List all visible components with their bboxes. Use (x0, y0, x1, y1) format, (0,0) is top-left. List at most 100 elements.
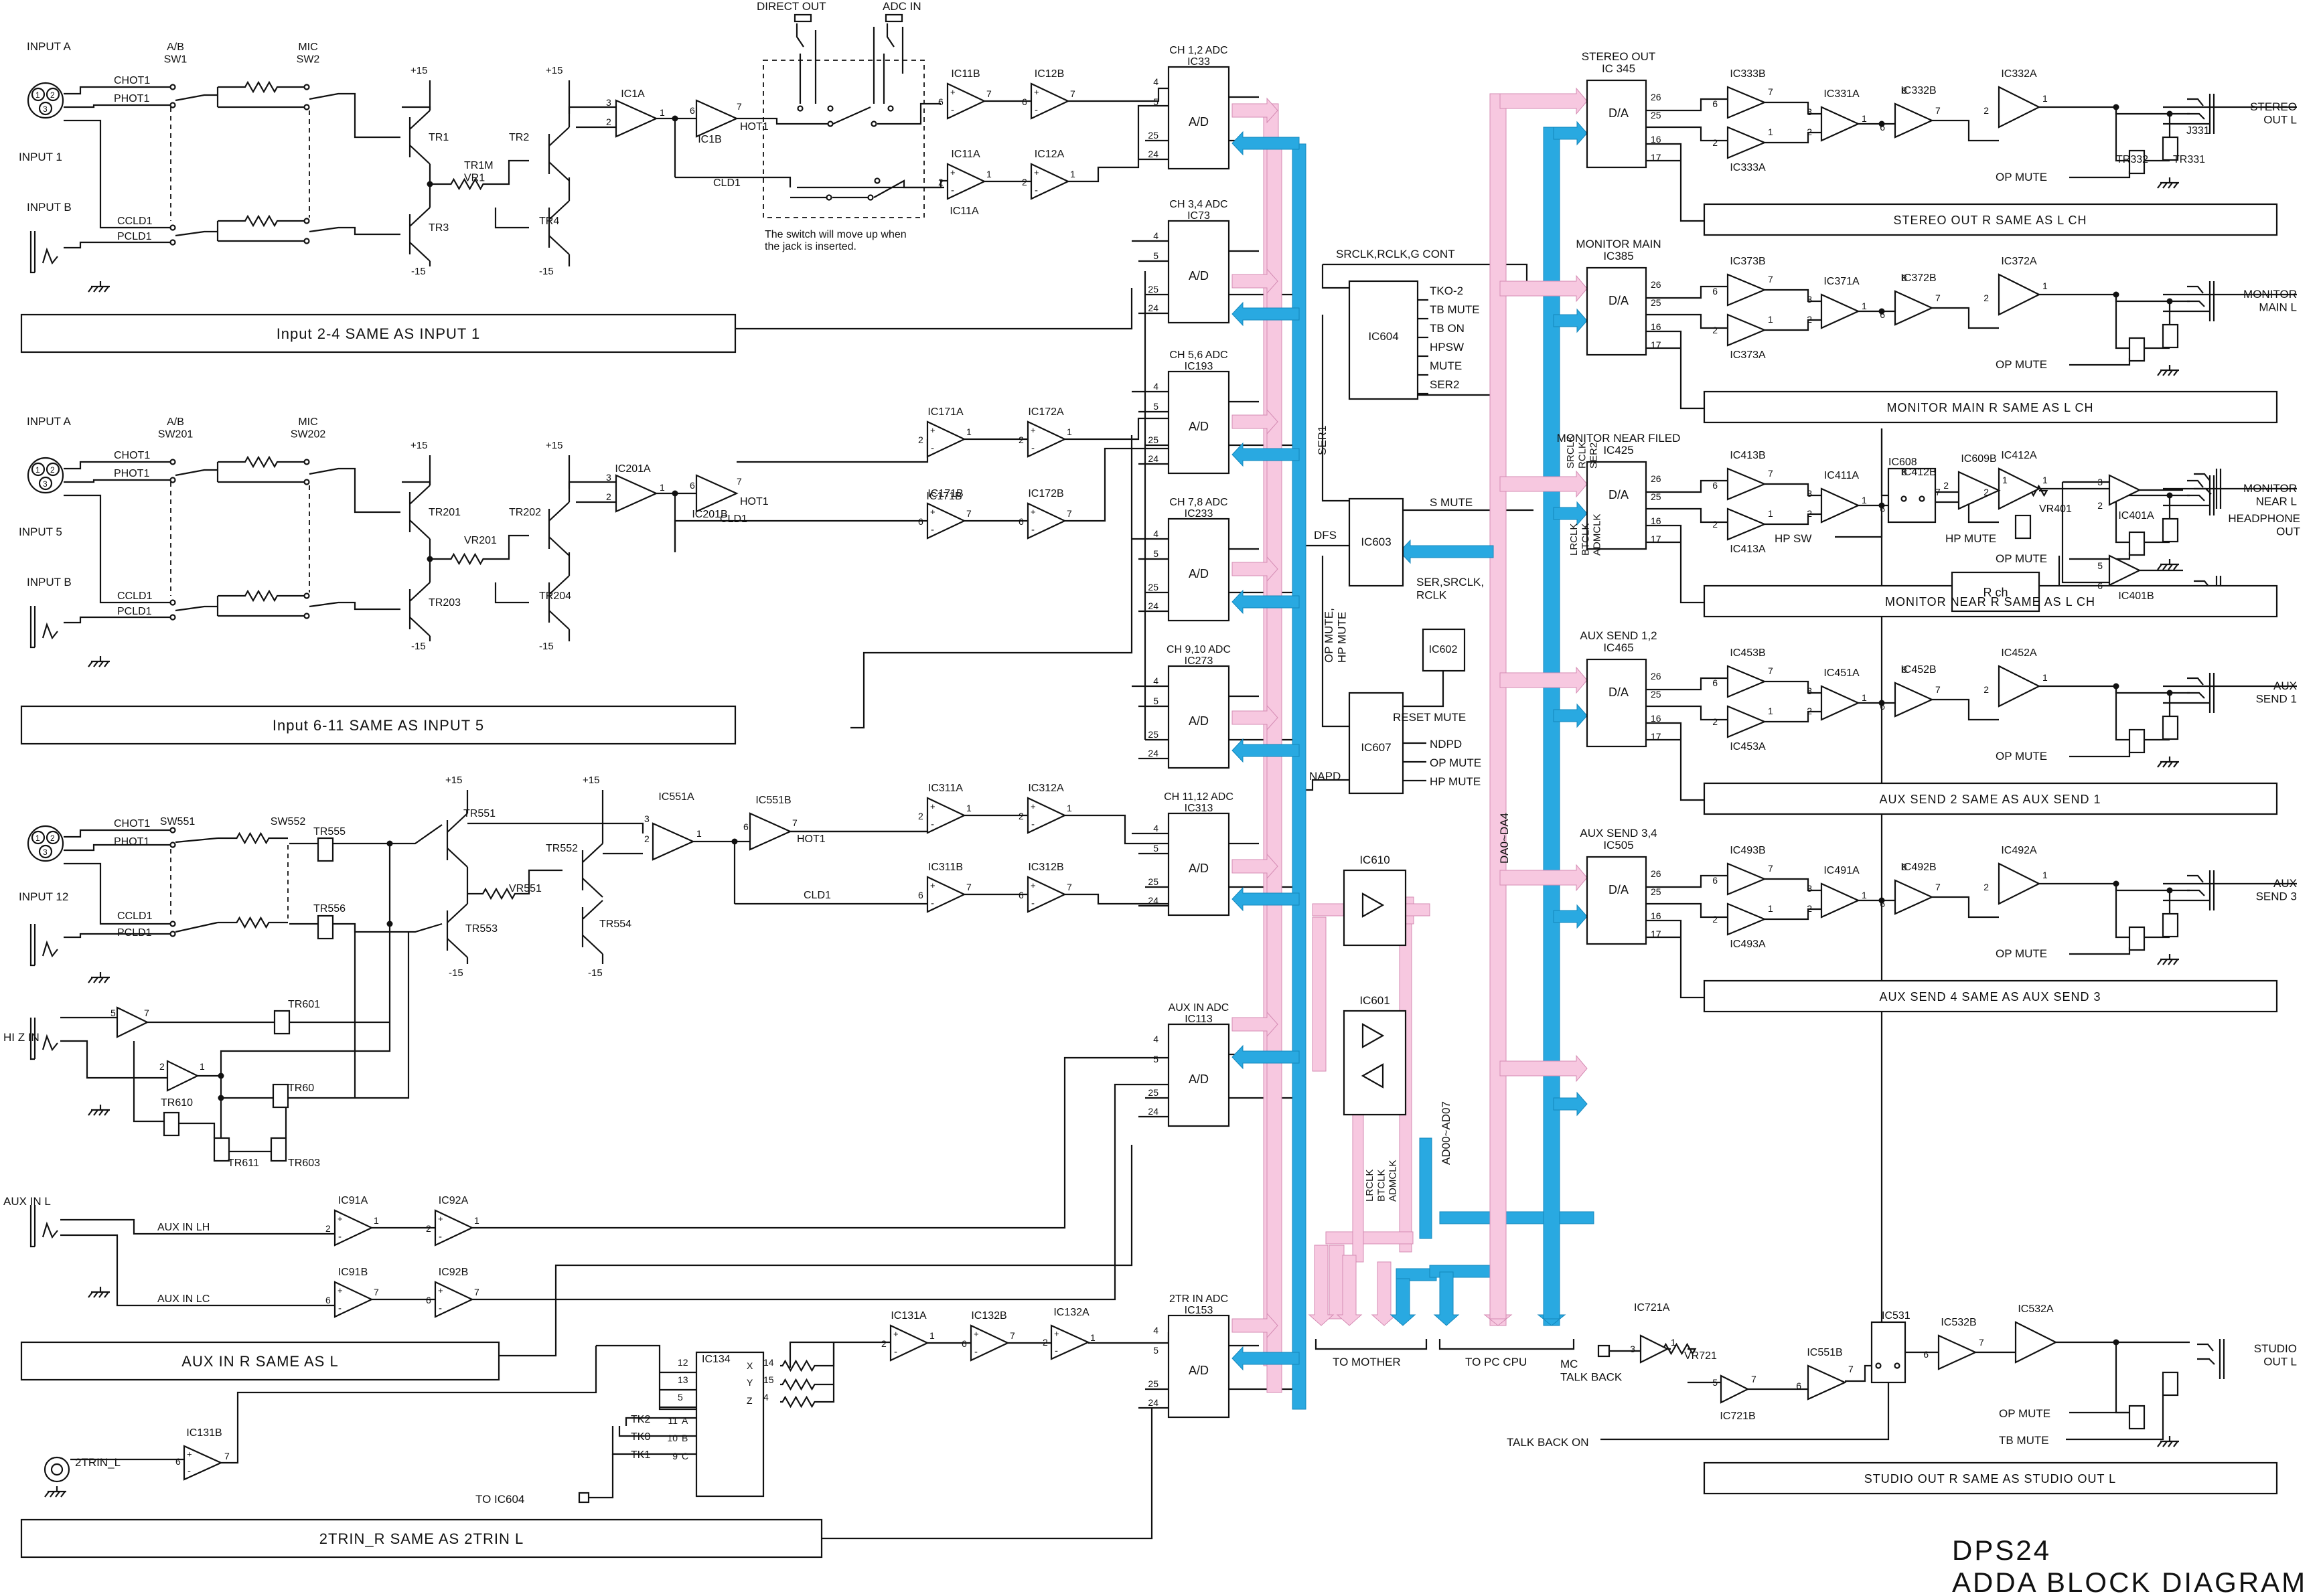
minus-sign: - (1031, 898, 1035, 909)
output-banner-text: MONITOR MAIN R SAME AS L CH (1886, 401, 2093, 414)
wire (2115, 107, 2129, 162)
adc-symbol-text: A/D (1189, 420, 1209, 433)
op-amp-IC492A (1998, 862, 2041, 905)
pin-number: 2 (50, 465, 55, 475)
pin-number: 6 (1880, 309, 1885, 320)
label-outputs-1-t1: MONITOR MAIN (1576, 238, 1661, 250)
mute-relay (2128, 149, 2146, 175)
junction-dot (672, 490, 678, 497)
blue-bus-arrow (1231, 131, 1300, 156)
op-amp-IC331A (1820, 106, 1860, 142)
ground-hatch (2173, 761, 2178, 768)
wire (1765, 513, 1821, 526)
label-center-clk3: LRCLKBTCLKADMCLK (1568, 513, 1603, 556)
mc-jack (1597, 1344, 1610, 1358)
transistor-emitter (409, 520, 431, 540)
label-trin-ic134: IC134 (702, 1354, 731, 1365)
pink-loop (1312, 916, 1327, 1072)
pin-number: 2 (606, 491, 611, 502)
op-amp-buffer (1027, 502, 1067, 540)
pin-number: 7 (1935, 105, 1941, 116)
pin-number: 7 (1935, 882, 1941, 892)
pin-number: 6 (918, 516, 923, 527)
wire (60, 1234, 335, 1307)
dac-symbol-text: D/A (1608, 294, 1629, 307)
op-amp-buffer (1027, 797, 1067, 834)
op-amp-buffer (926, 797, 966, 834)
dac-box-1 (1586, 266, 1647, 356)
label-studio-banner: STUDIO OUT R SAME AS STUDIO OUT L (1864, 1472, 2116, 1486)
output-relay (2162, 715, 2179, 740)
pin-number: 2 (1807, 706, 1812, 716)
label-inputs-in12-tr555: TR555 (313, 826, 346, 837)
pin-number: 1 (1070, 169, 1075, 179)
switch-contact (1894, 1362, 1900, 1369)
wire (352, 92, 400, 139)
label-studio-op_mute: OP MUTE (1999, 1407, 2050, 1420)
mute-relay (2128, 531, 2146, 556)
adc-ic-label: IC193 (1185, 361, 1213, 372)
label-inputs-in1-tr_d: TR4 (539, 216, 559, 227)
label-headphone-rch: R ch (1983, 586, 2008, 599)
wire (64, 862, 171, 925)
pin-number: 3 (644, 813, 650, 824)
op-amp-buffer (1030, 82, 1070, 120)
wire (1679, 740, 1704, 801)
wire (1646, 143, 1682, 161)
pin-number: 7 (737, 476, 742, 487)
pin-number: 3 (1807, 294, 1812, 305)
wire (675, 176, 792, 187)
switch-contact (303, 104, 310, 110)
label-inputs-in5-p15a: +15 (410, 440, 427, 451)
junction-dot (218, 1095, 224, 1101)
op-amp-ic551b (749, 812, 792, 851)
wire (1065, 417, 1169, 441)
junction-dot (2113, 1339, 2119, 1346)
ground-hatch (2162, 959, 2168, 965)
op-amp-IC372A (1998, 273, 2041, 316)
label-center-ic607_outs-2: HP MUTE (1430, 775, 1481, 788)
label-inputs-in1-input_label: INPUT 1 (19, 151, 62, 163)
wire (589, 1454, 614, 1499)
label-inputs-in1-input_a: INPUT A (27, 40, 71, 53)
minus-sign: - (951, 185, 954, 196)
pin-number: 2 (881, 1338, 887, 1349)
adc-box-6 (1167, 1023, 1230, 1127)
pin-number: 25 (1148, 434, 1158, 445)
pin-number: 2 (1983, 105, 1989, 116)
pin-number: 7 (1768, 665, 1773, 676)
pin-number: 25 (1148, 1087, 1158, 1098)
banner-text-left: 2TRIN_R SAME AS 2TRIN L (319, 1530, 524, 1547)
output-relay (2162, 912, 2179, 938)
label-studio-ic532a: IC532A (2018, 1303, 2054, 1315)
label-headphone-hp_sw: HP SW (1775, 532, 1811, 545)
label-inputs-in12-input_label: INPUT 12 (19, 890, 68, 903)
pin-number: 1 (2042, 672, 2048, 683)
label-headphone-vr401: VR401 (2039, 503, 2072, 515)
wire (2115, 884, 2129, 939)
op-amp-hiz-1 (116, 1006, 149, 1038)
label-studio-ic531: IC531 (1882, 1310, 1910, 1322)
plus-sign: + (1034, 87, 1039, 97)
op-amp-icb (695, 474, 739, 513)
label-center-to_pc: TO PC CPU (1465, 1356, 1527, 1368)
op-amp-ica (615, 474, 658, 513)
ground-hatch (88, 661, 93, 667)
wire (1765, 319, 1821, 331)
label-inputs-in12-sw_ab: SW551 (160, 816, 196, 827)
op-amp-IC333B (1726, 86, 1767, 119)
adc-box-3 (1167, 517, 1230, 622)
output-banner-text: MONITOR NEAR R SAME AS L CH (1885, 595, 2095, 609)
pink-bus-arrow (1499, 864, 1588, 892)
wire (175, 469, 218, 477)
label-center-s_mute: S MUTE (1430, 496, 1473, 509)
to-ic604-terminal (578, 1492, 590, 1504)
switch-contact (826, 194, 832, 201)
output-relay (2162, 323, 2179, 349)
pin-number: 1 (1862, 692, 1867, 703)
label-inputs-in5-hot_out: HOT1 (740, 496, 769, 507)
switch-contact (169, 599, 176, 606)
op-amp-IC411A (1820, 487, 1860, 524)
junction-dot (2166, 887, 2173, 894)
